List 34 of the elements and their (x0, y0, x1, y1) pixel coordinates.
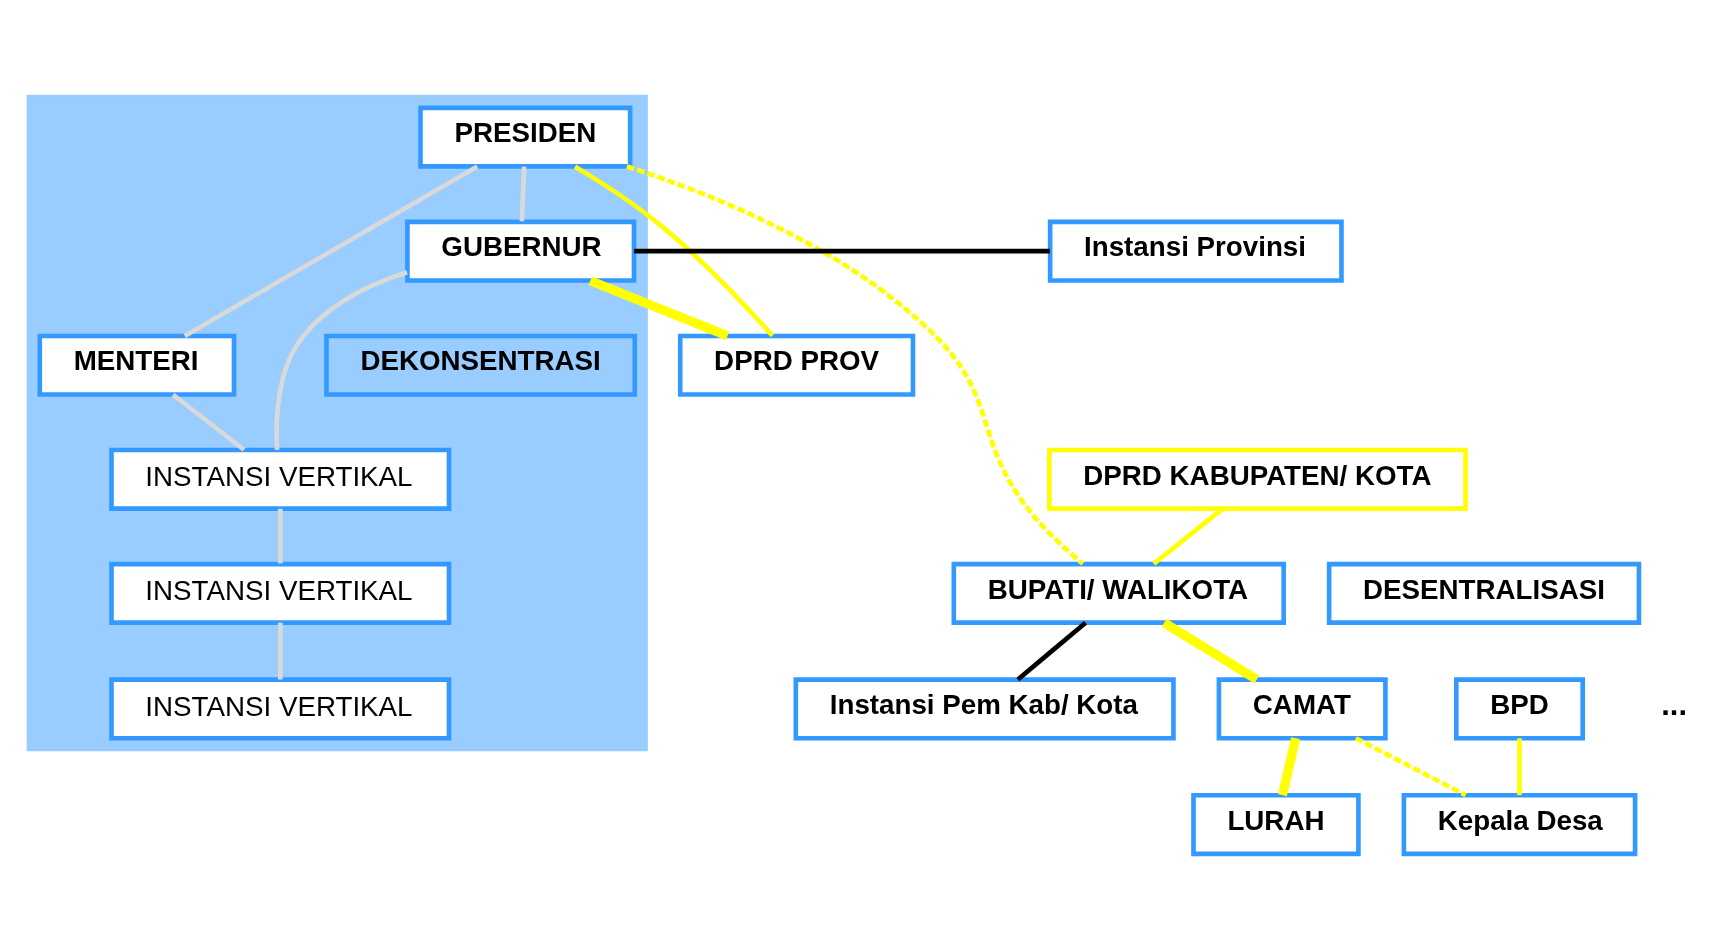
node-box: DEKONSENTRASI (324, 333, 638, 397)
connector (634, 248, 1050, 254)
node-box: LURAH (1191, 792, 1361, 857)
node-box: DPRD PROV (677, 333, 916, 397)
node-box: INSTANSI VERTIKAL (109, 447, 452, 511)
node-box: MENTERI (37, 333, 237, 397)
connector (277, 508, 283, 564)
node-box: BPD (1454, 677, 1585, 741)
node-box: INSTANSI VERTIKAL (109, 561, 452, 625)
node-box: DPRD KABUPATEN/ KOTA (1047, 447, 1468, 511)
label: ... (1661, 687, 1687, 723)
node-box: GUBERNUR (405, 219, 637, 283)
connector (183, 164, 479, 338)
node-box: CAMAT (1216, 677, 1388, 741)
connector (519, 166, 527, 222)
connector (1354, 736, 1467, 798)
node-box: BUPATI/ WALIKOTA (951, 561, 1286, 625)
connector (274, 270, 408, 451)
node-box: DESENTRALISASI (1326, 561, 1642, 625)
node-box: PRESIDEN (418, 105, 633, 169)
connector (1016, 620, 1088, 682)
connector (1161, 618, 1260, 684)
connector (626, 164, 1085, 566)
cluster (26, 94, 648, 752)
node-box: INSTANSI VERTIKAL (109, 677, 452, 741)
node-box: Kepala Desa (1401, 792, 1638, 857)
connector (277, 622, 283, 680)
connector (171, 392, 246, 452)
connector (1517, 738, 1522, 796)
connector (1277, 737, 1301, 797)
connector (573, 164, 775, 338)
node-box: Instansi Pem Kab/ Kota (793, 677, 1176, 741)
connector (588, 276, 730, 341)
node-box: Instansi Provinsi (1047, 219, 1344, 283)
